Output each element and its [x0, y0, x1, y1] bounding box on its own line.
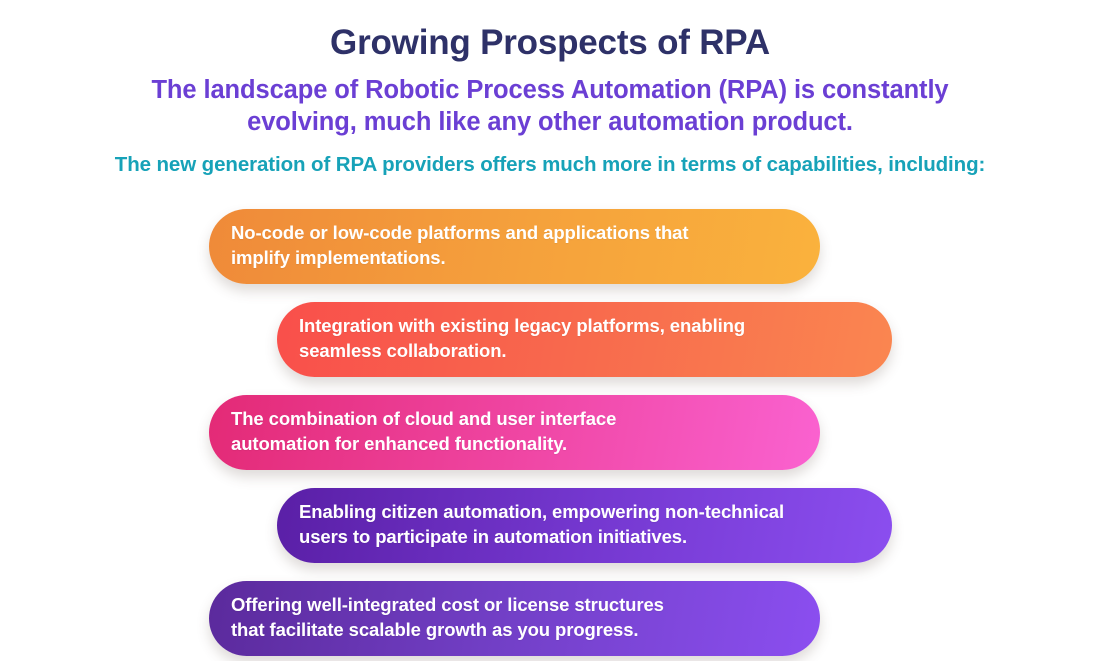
capability-pill: Enabling citizen automation, empowering … [277, 488, 892, 564]
capability-pill-label: Enabling citizen automation, empowering … [299, 500, 784, 547]
capability-pill-label: The combination of cloud and user interf… [231, 407, 617, 454]
capability-pill: Integration with existing legacy platfor… [277, 302, 892, 378]
capability-pill-label: Integration with existing legacy platfor… [299, 314, 746, 361]
header-block: Growing Prospects of RPA The landscape o… [0, 0, 1100, 177]
capability-pill-list: No-code or low-code platforms and applic… [0, 201, 1100, 661]
capability-pill: Offering well-integrated cost or license… [209, 581, 820, 657]
tagline-text: The new generation of RPA providers offe… [114, 152, 986, 176]
capability-pill: No-code or low-code platforms and applic… [209, 209, 820, 285]
page-title: Growing Prospects of RPA [330, 23, 770, 62]
capability-pill-label: No-code or low-code platforms and applic… [231, 221, 689, 268]
subtitle-text: The landscape of Robotic Process Automat… [151, 76, 949, 137]
capability-pill-label: Offering well-integrated cost or license… [231, 593, 664, 640]
capability-pill: The combination of cloud and user interf… [209, 395, 820, 471]
